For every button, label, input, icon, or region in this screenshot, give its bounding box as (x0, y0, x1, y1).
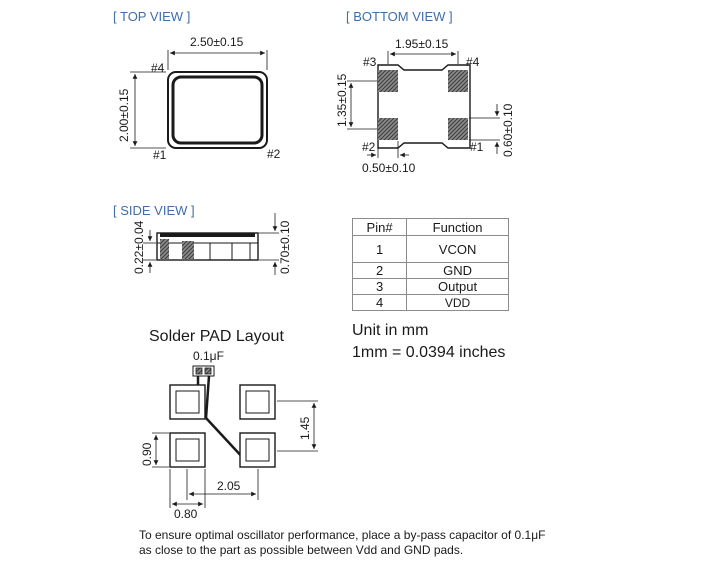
side-standoff-dim: 0.22±0.04 (132, 220, 146, 274)
top-height-dim: 2.00±0.15 (117, 88, 131, 142)
pad-pitch-h-dim: 2.05 (217, 479, 241, 493)
table-header-row: Pin# Function (351, 218, 509, 236)
pad-width-dim: 0.80 (174, 507, 198, 521)
bypass-note-line2: as close to the part as possible between… (139, 543, 464, 557)
bottom-pin3-label: #3 (363, 55, 377, 69)
table-cell-pin: 2 (351, 262, 408, 279)
table-row: 2 GND (351, 262, 509, 279)
top-pin2-label: #2 (267, 147, 281, 161)
table-cell-function: VDD (406, 294, 509, 311)
bottom-spacing-dim: 1.95±0.15 (395, 37, 449, 51)
table-cell-pin: 4 (351, 294, 408, 311)
table-row: 1 VCON (351, 235, 509, 263)
table-header-pin: Pin# (351, 218, 408, 236)
side-height-dim: 0.70±0.10 (278, 220, 292, 274)
bottom-pin4-label: #4 (466, 55, 480, 69)
table-cell-pin: 3 (351, 278, 408, 295)
pin-function-table: Pin# Function 1 VCON 2 GND 3 Output 4 VD… (351, 218, 509, 311)
table-row: 3 Output (351, 278, 509, 295)
pad-pitch-v-dim: 1.45 (298, 416, 312, 440)
top-pin4-label: #4 (151, 61, 165, 75)
capacitor-label: 0.1μF (193, 349, 224, 363)
bottom-pad-height-dim: 1.35±0.15 (335, 73, 349, 127)
table-header-function: Function (406, 218, 509, 236)
top-pin1-label: #1 (153, 148, 167, 162)
table-row: 4 VDD (351, 294, 509, 311)
pad-height-dim: 0.90 (140, 442, 154, 466)
bottom-pad-length-dim: 0.60±0.10 (501, 103, 515, 157)
solder-pad-drawing (169, 365, 276, 468)
bottom-pin1-label: #1 (470, 140, 484, 154)
side-view-package (156, 232, 259, 261)
conversion-label: 1mm = 0.0394 inches (352, 344, 506, 361)
bottom-pin2-label: #2 (362, 140, 376, 154)
bottom-pad-width-dim: 0.50±0.10 (362, 161, 416, 175)
table-cell-function: GND (406, 262, 509, 279)
table-cell-pin: 1 (351, 235, 408, 263)
table-cell-function: Output (406, 278, 509, 295)
bypass-note: To ensure optimal oscillator performance… (139, 528, 545, 558)
bottom-view-title: [ BOTTOM VIEW ] (346, 9, 453, 24)
side-view-title: [ SIDE VIEW ] (113, 203, 195, 218)
table-cell-function: VCON (406, 235, 509, 263)
top-view-package (167, 71, 268, 149)
solder-pad-title: Solder PAD Layout (149, 328, 284, 345)
top-view-title: [ TOP VIEW ] (113, 9, 190, 24)
top-width-dim: 2.50±0.15 (190, 35, 244, 49)
bypass-note-line1: To ensure optimal oscillator performance… (139, 528, 546, 542)
bottom-view-package (377, 64, 471, 149)
unit-label: Unit in mm (352, 322, 429, 339)
